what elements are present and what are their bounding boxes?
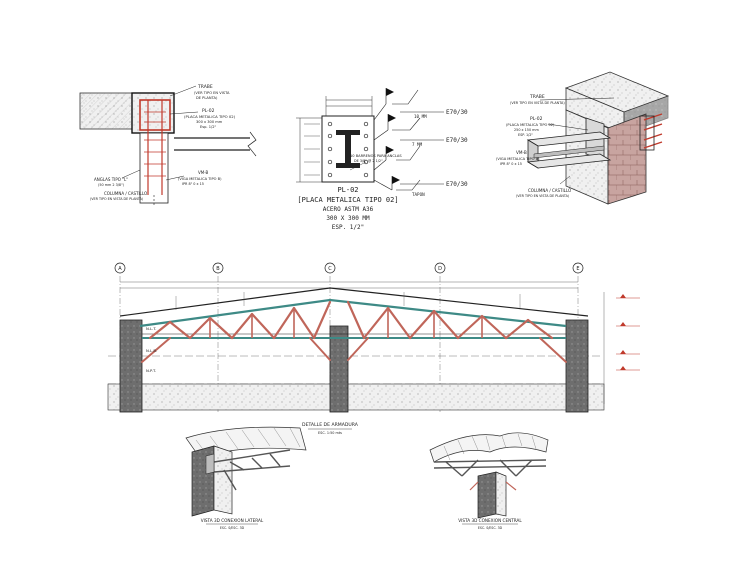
grid-axis-b: B [212, 262, 224, 274]
grid-axis-a: A [114, 262, 126, 274]
callout-trabe-sub: DE PLANTA) [196, 96, 218, 100]
level-label-nlb: N.L.B. [146, 348, 157, 353]
grid-axis-d: D [434, 262, 446, 274]
callout-c-columna-sub: (VER TIPO EN VISTA DE PLANTA) [516, 194, 569, 198]
plate-title-code: PL-02 [337, 186, 358, 194]
column-right [565, 319, 589, 413]
callout-c-pl-sub: 250 x 150 mm [514, 128, 539, 132]
callout-c-columna: COLUMNA / CASTILLO [528, 188, 571, 193]
column-3d-brick [607, 113, 647, 205]
level-label-npt: N.P.T. [146, 368, 156, 373]
label-7mm: 7 MM [412, 142, 423, 147]
callout-vm-sub: IPR 8" 0 x 15 [182, 182, 204, 186]
svg-text:C: C [328, 266, 332, 272]
column-lower [139, 132, 169, 204]
view-3d-central: VISTA 3D CONEXION CENTRAL ESC. S/ESC. 3D [429, 432, 549, 530]
callout-pl-sub: (PLACA METALICA TIPO 02) [184, 114, 236, 119]
callout-c-pl: PL-02 [530, 116, 543, 122]
view-lateral-scale: ESC. S/ESC. 3D [220, 526, 245, 530]
level-label-nlt: N.L.T. [146, 326, 156, 331]
column-left [119, 319, 143, 413]
label-10mm: 10 MM [414, 114, 427, 119]
plate-pl02 [139, 99, 171, 131]
grid-axis-c: C [324, 262, 336, 274]
roof-line [119, 287, 589, 317]
callout-vm: VM-B [198, 170, 208, 175]
callout-pl-sub: Esp. 1/2" [200, 125, 216, 129]
svg-text:B: B [216, 266, 220, 272]
column-section [131, 92, 175, 134]
callout-c-vm-sub: (VIGA METALICA TIPO B) [496, 157, 540, 161]
truss-elevation: A B C D E [107, 262, 640, 435]
plate-title-thickness: ESP. 1/2" [332, 224, 365, 231]
view-central-scale: ESC. S/ESC. 3D [478, 526, 503, 530]
floor-slab [107, 383, 605, 411]
note-barrenos: 10 BARRENOS PARA ANCLAS [350, 154, 402, 158]
callout-c-pl-sub: ESP. 1/2" [518, 133, 533, 137]
truss-top-chord [139, 298, 567, 328]
column-central [477, 471, 497, 519]
callout-trabe-sub: (VER TIPO EN VISTA [194, 91, 230, 95]
slab-hatch [80, 93, 132, 129]
callout-columna: COLUMNA / CASTILLO [104, 191, 147, 196]
callout-c-vm-sub: IPR 8" 0 x 15 [500, 162, 522, 166]
callout-c-trabe-sub: (VER TIPO EN VISTA DE PLANTA) [510, 101, 565, 105]
svg-text:E: E [576, 266, 579, 272]
plate-title-size: 300 X 300 MM [326, 215, 370, 222]
view-central-title: VISTA 3D CONEXION CENTRAL [458, 518, 522, 523]
weld-symbol-3: E70/30 [446, 181, 468, 188]
roof-sheet-central [429, 432, 549, 463]
callout-columna-sub: (VER TIPO EN VISTA DE PLANTA) [90, 197, 143, 201]
view-lateral-title: VISTA 3D CONEXION LATERAL [201, 518, 264, 523]
callout-c-trabe: TRABE [529, 94, 545, 100]
callout-pl-sub: 300 x 300 mm [196, 120, 223, 124]
elevation-scale: ESC. 1:50 mts [318, 431, 342, 435]
callout-c-pl-sub: (PLACA METALICA TIPO 02) [506, 123, 555, 127]
detail-b-plate: 10 MM 7 MM TAPON E70/30 E70/30 E70/30 10… [296, 88, 468, 231]
plate-title-material: ACERO ASTM A36 [323, 206, 374, 213]
grid-axis-e: E [572, 262, 584, 274]
weld-symbol-2: E70/30 [446, 137, 468, 144]
detail-a-section: TRABE (VER TIPO EN VISTA DE PLANTA) PL-0… [79, 84, 257, 205]
callout-vm-sub: (VIGA METALICA TIPO B) [178, 177, 222, 181]
label-tapon: TAPON [412, 192, 425, 197]
ibeam-section [336, 130, 360, 168]
callout-angulo-sub: (50 mm 2 3/8") [98, 183, 125, 187]
detail-c-3d: TRABE (VER TIPO EN VISTA DE PLANTA) PL-0… [496, 71, 670, 205]
view-3d-lateral: VISTA 3D CONEXION LATERAL ESC. S/ESC. 3D [185, 426, 307, 530]
elevation-title: DETALLE DE ARMADURA [302, 422, 359, 428]
weld-symbol-1: E70/30 [446, 109, 468, 116]
truss-web [148, 300, 554, 340]
svg-text:D: D [438, 266, 442, 272]
column-mid [329, 325, 349, 413]
callout-trabe: TRABE [197, 84, 213, 90]
callout-angulo: ANGLAS TIPO "L" [94, 177, 128, 182]
svg-text:A: A [118, 266, 122, 272]
plate-title-name: [PLACA METALICA TIPO 02] [297, 196, 398, 204]
note-barrenos-sub: DE 3/8" @ 2 1/2" [354, 159, 383, 163]
callout-c-vm: VM-B [516, 150, 527, 155]
callout-pl: PL-02 [202, 108, 215, 114]
